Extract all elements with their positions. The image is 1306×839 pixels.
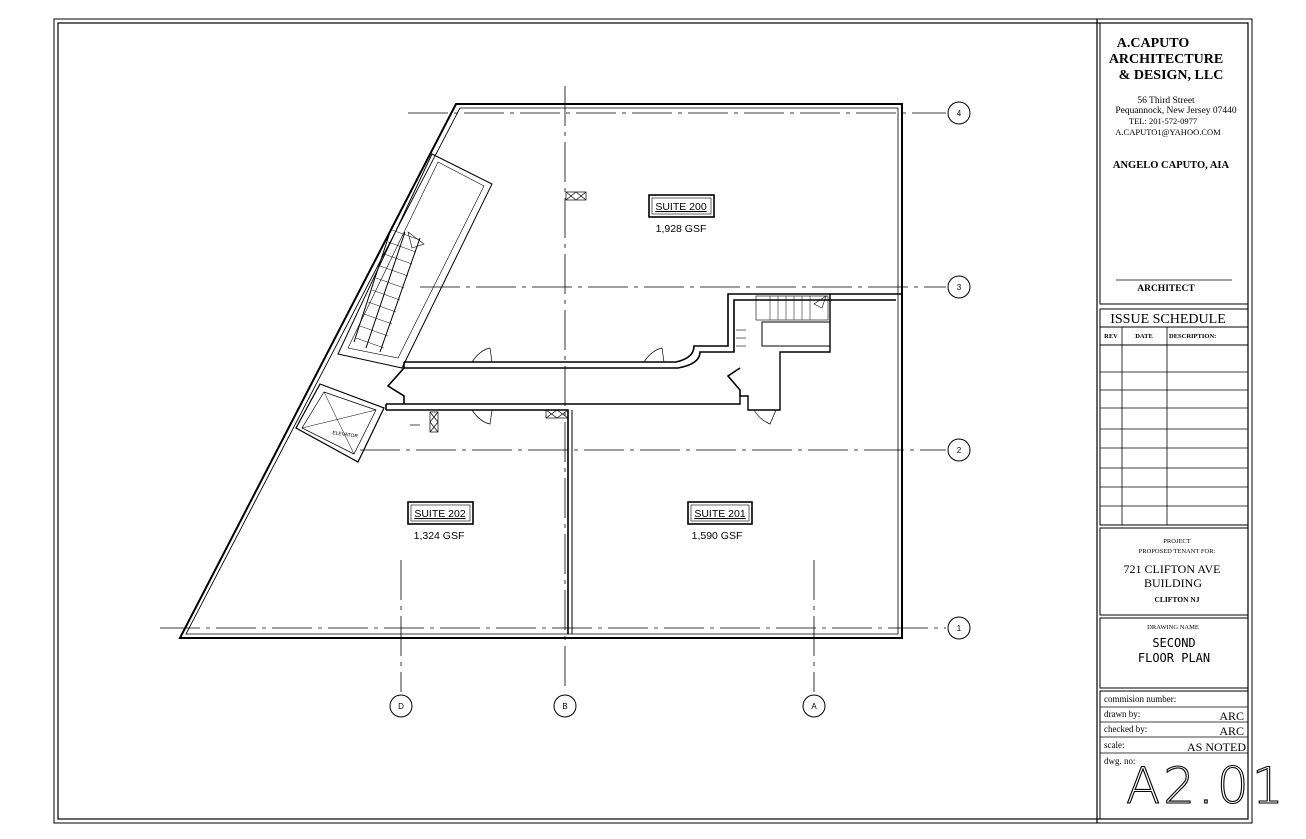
firm-name-line3: & DESIGN, LLC [1119, 68, 1224, 83]
suite-200-area: 1,928 GSF [656, 223, 707, 235]
west-stair [337, 153, 493, 369]
dwg-no-label: dwg. no: [1104, 756, 1136, 766]
grid-label-d: D [398, 702, 404, 711]
elevator-label: ELEVATOR [332, 430, 359, 440]
issue-col-desc: DESCRIPTION: [1169, 333, 1216, 340]
firm-tel: TEL: 201-572-0977 [1129, 116, 1197, 126]
project-line2: BUILDING [1144, 576, 1202, 590]
grid-lines [160, 86, 946, 692]
project-label: PROJECT [1163, 538, 1190, 545]
suite-201-name: SUITE 201 [694, 508, 746, 520]
scale-value: AS NOTED [1187, 740, 1246, 754]
grid-label-2: 2 [957, 446, 962, 455]
suite-200-box [648, 194, 715, 218]
firm-address2: Pequannock, New Jersey 07440 [1115, 106, 1237, 116]
role-label: ARCHITECT [1137, 284, 1195, 294]
drawing-name-line1: SECOND [1152, 636, 1195, 650]
issue-col-rev: REV [1104, 333, 1118, 340]
suite-202-area: 1,324 GSF [414, 530, 465, 542]
grid-label-1: 1 [957, 624, 962, 633]
firm-name-line1: A.CAPUTO [1117, 36, 1190, 51]
dwg-no-value: A2.01 [1126, 757, 1287, 815]
scale-label: scale: [1104, 740, 1125, 750]
grid-label-a: A [811, 702, 817, 711]
firm-email: A.CAPUTO1@YAHOO.COM [1115, 127, 1221, 137]
floor-plan [160, 86, 971, 718]
duct-markers [410, 191, 587, 433]
door-swings [471, 347, 777, 425]
principal-name: ANGELO CAPUTO, AIA [1113, 160, 1230, 171]
drawing-name-line2: FLOOR PLAN [1138, 651, 1210, 665]
outer-border [53, 18, 1253, 824]
commission-label: commision number: [1104, 694, 1176, 704]
checked-by-label: checked by: [1104, 724, 1147, 734]
issue-col-date: DATE [1135, 333, 1153, 340]
elevator [295, 383, 385, 463]
drawn-by-label: drawn by: [1104, 709, 1140, 719]
project-line3: CLIFTON NJ [1154, 595, 1199, 604]
firm-address1: 56 Third Street [1137, 96, 1195, 106]
exterior-wall [178, 103, 903, 639]
suite-202-name: SUITE 202 [414, 508, 466, 520]
title-block [1099, 22, 1249, 820]
drawing-name-label: DRAWING NAME [1147, 624, 1199, 631]
corridor [385, 293, 902, 634]
grid-label-3: 3 [957, 283, 962, 292]
suite-201-box [687, 501, 753, 525]
grid-label-4: 4 [957, 109, 962, 118]
grid-bubbles [389, 101, 971, 718]
east-stair [736, 295, 831, 347]
suite-200-name: SUITE 200 [655, 201, 707, 213]
checked-by-value: ARC [1219, 724, 1244, 738]
drawn-by-value: ARC [1219, 709, 1244, 723]
suite-202-box [407, 501, 474, 525]
project-line1: 721 CLIFTON AVE [1124, 562, 1221, 576]
issue-schedule-title: ISSUE SCHEDULE [1110, 312, 1226, 327]
project-sublabel: PROPOSED TENANT FOR: [1139, 548, 1216, 555]
suite-201-area: 1,590 GSF [692, 530, 743, 542]
firm-name-line2: ARCHITECTURE [1109, 52, 1223, 67]
grid-label-b: B [562, 702, 567, 711]
inner-border [57, 22, 1249, 820]
